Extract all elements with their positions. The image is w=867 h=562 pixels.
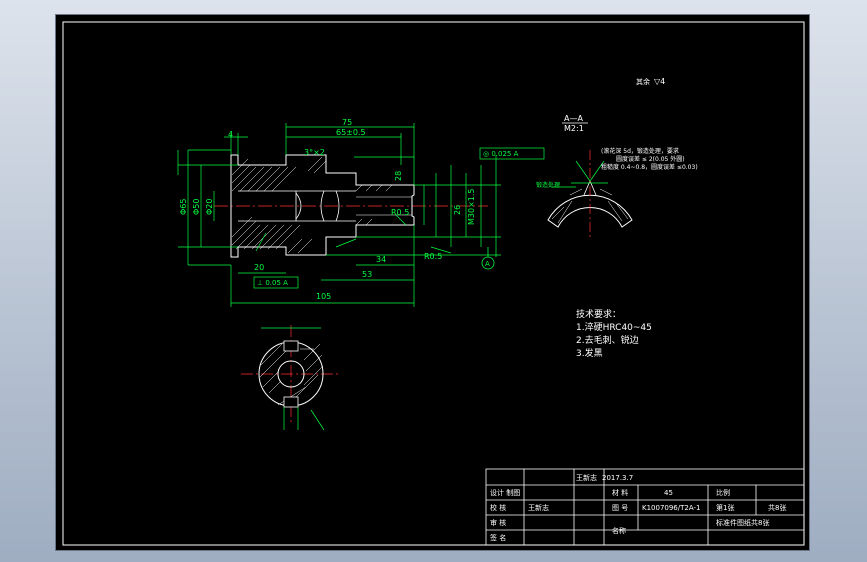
hatch-upper: [231, 156, 393, 192]
section-a-a: A—A M2:1 (滚花深 5d，锻造处理，要求 圆度误差 ≤ 2(0.05 外…: [536, 114, 698, 237]
label-design: 设计 制图: [490, 488, 520, 497]
dim-r05: R0.5: [391, 208, 409, 217]
designer-name: 王新志: [576, 473, 597, 482]
checker-name: 王新志: [528, 503, 549, 512]
label-material: 材 料: [612, 488, 628, 497]
cad-drawing-viewport[interactable]: 其余 ▽4: [55, 14, 810, 551]
label-sign: 签 名: [490, 533, 506, 542]
section-green-label: 锻造处理: [536, 181, 560, 189]
dim-r05b: R0.5: [424, 252, 442, 261]
dim-75: 75: [342, 118, 352, 127]
label-drawing-no: 图 号: [612, 504, 628, 512]
tech-title: 技术要求：: [576, 308, 621, 320]
section-notes: (滚花深 5d，锻造处理，要求 圆度误差 ≤ 2(0.05 外圆) 粗糙度 0.…: [601, 147, 698, 171]
dim-m30: M30×1.5: [467, 188, 476, 225]
cad-canvas: 其余 ▽4: [62, 21, 805, 546]
tolerance-perpendicular: ⊥ 0.05 A: [253, 276, 299, 289]
dim-chamfer: 3°×2: [304, 148, 325, 157]
dim-20: 20: [254, 263, 264, 272]
section-label-bottom: M2:1: [564, 124, 584, 133]
tech-requirements: 技术要求： 1.淬硬HRC40~45 2.去毛刺、锐边 3.发黑: [576, 308, 652, 359]
total-text: 共8张: [768, 503, 786, 512]
sheet-text: 第1张: [716, 503, 734, 512]
tech-item-2: 2.去毛刺、锐边: [576, 334, 639, 346]
dim-28: 28: [394, 171, 403, 181]
tech-item-3: 3.发黑: [576, 347, 603, 359]
tech-item-1: 1.淬硬HRC40~45: [576, 321, 652, 333]
dim-4: 4: [228, 130, 233, 139]
part-name: 标准件图纸共8张: [716, 518, 769, 527]
label-check: 校 核: [490, 503, 506, 512]
material: 45: [664, 489, 673, 497]
title-block-text: 王新志 2017.3.7 设计 制图 材 料 45 比例 校 核 王新志 图 号…: [490, 473, 786, 542]
roughness-symbol: ▽4: [654, 77, 665, 86]
drawing-no: K1007096/T2A-1: [642, 504, 700, 512]
hatch-lower: [231, 216, 373, 254]
dim-26: 26: [453, 205, 462, 215]
svg-text:粗糙度 0.4~0.8，圆度误差 ≤0.03): 粗糙度 0.4~0.8，圆度误差 ≤0.03): [601, 163, 698, 171]
main-part-view: 75 65±0.5 20 53 34 105 4 28 26 Φ65 Φ50 Φ…: [177, 118, 545, 307]
svg-text:◎ 0.025 A: ◎ 0.025 A: [483, 150, 519, 158]
section-label-top: A—A: [564, 114, 583, 123]
dim-53: 53: [362, 270, 372, 279]
svg-text:⊥ 0.05 A: ⊥ 0.05 A: [257, 279, 288, 287]
dim-phi50: Φ50: [192, 199, 201, 215]
dim-phi65: Φ65: [179, 199, 188, 215]
design-date: 2017.3.7: [602, 474, 633, 482]
cross-section-view: [241, 325, 341, 431]
dim-texts: 75 65±0.5 20 53 34 105 4 28 26 Φ65 Φ50 Φ…: [179, 118, 476, 301]
thread-lines: [356, 196, 412, 216]
roughness-note: 其余: [636, 77, 650, 86]
svg-text:圆度误差 ≤ 2(0.05 外圆): 圆度误差 ≤ 2(0.05 外圆): [616, 155, 685, 163]
svg-text:(滚花深 5d，锻造处理，要求: (滚花深 5d，锻造处理，要求: [601, 147, 679, 155]
datum-symbol: A: [481, 247, 495, 270]
dim-phi20: Φ20: [205, 199, 214, 215]
title-block: [485, 468, 805, 546]
label-review: 审 核: [490, 518, 506, 527]
dim-65: 65±0.5: [336, 128, 366, 137]
svg-text:A: A: [485, 260, 490, 268]
tolerance-concentric: ◎ 0.025 A: [479, 147, 545, 160]
label-name: 名称: [612, 526, 626, 535]
dim-105: 105: [316, 292, 331, 301]
label-scale: 比例: [716, 488, 730, 497]
dim-lines: [177, 123, 501, 307]
drawing-frame: [62, 21, 805, 546]
dim-34: 34: [376, 255, 386, 264]
